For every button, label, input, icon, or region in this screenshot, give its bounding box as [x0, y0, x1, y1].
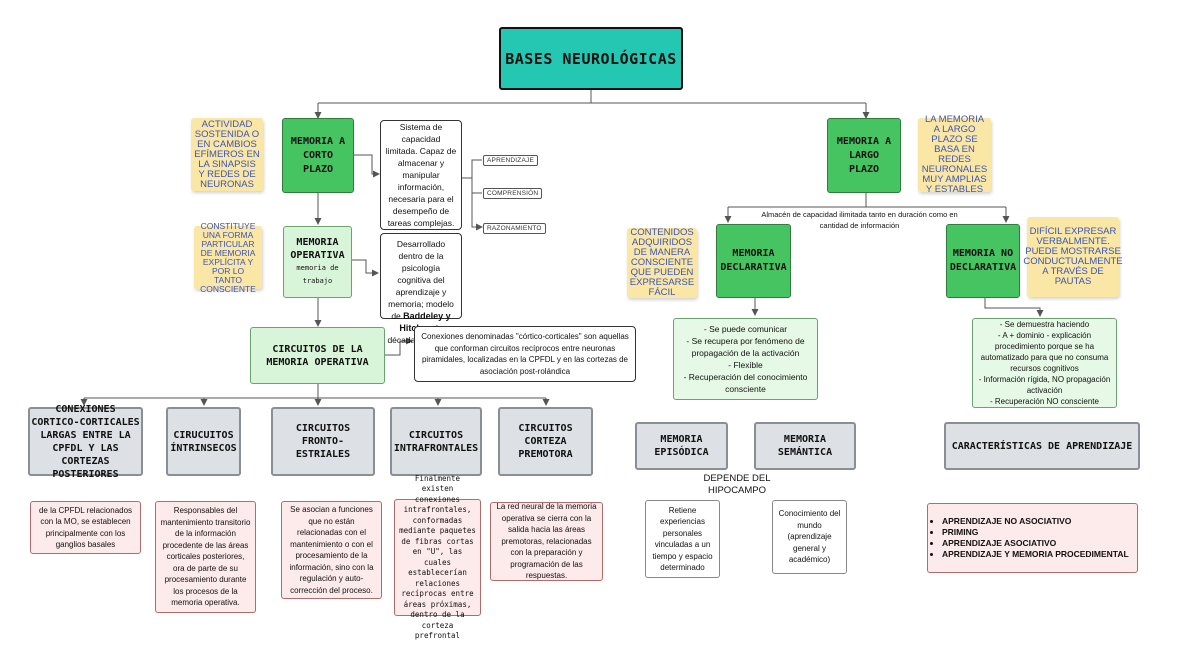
circuit-fronto-desc: Se asocian a funciones que no están rela… [281, 501, 382, 599]
note-dificil: DIFÍCIL EXPRESAR VERBALMENTE. PUEDE MOST… [1023, 217, 1123, 297]
caracteristicas-aprendizaje: CARACTERÍSTICAS DE APRENDIZAJE [944, 422, 1140, 470]
note-actividad: ACTIVIDAD SOSTENIDA O EN CAMBIOS EFÍMERO… [191, 118, 263, 191]
circuit-premotora-desc: La red neural de la memoria operativa se… [490, 502, 603, 581]
note-largo-plazo: LA MEMORIA A LARGO PLAZO SE BASA EN REDE… [918, 115, 991, 195]
note-contenidos: CONTENIDOS ADQUIRIDOS DE MANERA CONSCIEN… [627, 228, 697, 298]
note-constituye: CONSTITUYE UNA FORMA PARTICULAR DE MEMOR… [194, 221, 262, 293]
tag-comprension: COMPRENSIÓN [483, 188, 543, 199]
memoria-no-declarativa: MEMORIA NO DECLARATIVA [946, 224, 1020, 298]
declarativa-item: - Se puede comunicar [703, 324, 788, 334]
depende-hipocampo: DEPENDE DEL HIPOCAMPO [703, 473, 771, 496]
circuit-intrafrontales: CIRCUITOS INTRAFRONTALES [390, 407, 482, 476]
no-declarativa-item: - Se demuestra haciendo [999, 320, 1090, 329]
circuit-premotora: CIRCUITOS CORTEZA PREMOTORA [498, 407, 593, 476]
no-declarativa-list: - Se demuestra haciendo - A + dominio - … [972, 318, 1117, 408]
no-declarativa-item: - Recuperación NO consciente [990, 397, 1099, 406]
no-declarativa-item: - A + dominio - explicación procedimient… [980, 331, 1109, 373]
desarrollado-pre: Desarrollado dentro de la psicología cog… [388, 239, 454, 321]
episodica-desc: Retiene experiencias personales vinculad… [645, 500, 720, 578]
almacen-desc: Almacén de capacidad ilimitada tanto en … [761, 210, 958, 230]
circuit-intrinsecos-desc: Responsables del mantenimiento transitor… [155, 501, 256, 613]
aprendizaje-item: APRENDIZAJE ASOCIATIVO [942, 538, 1129, 549]
circuit-cortico-corticales: CONEXIONES CORTICO-CORTICALES LARGAS ENT… [28, 404, 143, 480]
aprendizaje-list-box: APRENDIZAJE NO ASOCIATIVO PRIMING APREND… [927, 503, 1138, 573]
no-declarativa-item: - Información rígida, NO propagación act… [978, 375, 1111, 395]
memoria-episodica: MEMORIA EPISÓDICA [635, 422, 728, 470]
tag-razonamiento: RAZONAMIENTO [483, 223, 546, 234]
declarativa-item: - Se recupera por fenómeno de propagació… [686, 336, 805, 358]
semantica-desc: Conocimiento del mundo (aprendizaje gene… [772, 500, 847, 574]
memoria-operativa-sub: memoria de trabajo [296, 264, 339, 285]
memoria-largo-plazo: MEMORIA A LARGO PLAZO [827, 118, 901, 193]
circuit-cortico-desc: de la CPFDL relacionados con la MO, se e… [30, 501, 141, 554]
memoria-operativa: MEMORIA OPERATIVA memoria de trabajo [283, 226, 352, 298]
circuit-intrinsecos: CIRUCUITOS ÍNTRINSECOS [166, 407, 241, 476]
memoria-corto-plazo: MEMORIA A CORTO PLAZO [282, 118, 354, 193]
tag-aprendizaje: APRENDIZAJE [483, 155, 538, 166]
desarrollado-bold: Baddeley y Hitch [399, 311, 451, 333]
aprendizaje-item: APRENDIZAJE NO ASOCIATIVO [942, 516, 1129, 527]
memoria-semantica: MEMORIA SEMÁNTICA [754, 422, 856, 470]
circuit-fronto-estriales: CIRCUITOS FRONTO-ESTRIALES [271, 407, 375, 476]
memoria-declarativa: MEMORIA DECLARATIVA [716, 224, 791, 298]
main-title: BASES NEUROLÓGICAS [499, 27, 683, 90]
memoria-operativa-label: MEMORIA OPERATIVA [290, 237, 345, 261]
aprendizaje-item: APRENDIZAJE Y MEMORIA PROCEDIMENTAL [942, 549, 1129, 560]
desarrollado-desc: Desarrollado dentro de la psicología cog… [380, 233, 462, 345]
aprendizaje-item: PRIMING [942, 527, 1129, 538]
conexiones-desc: Conexiones denominadas "córtico-cortical… [414, 326, 636, 382]
declarativa-item: - Flexible [728, 360, 763, 370]
aprendizaje-list: APRENDIZAJE NO ASOCIATIVO PRIMING APREND… [932, 516, 1129, 560]
declarativa-list: - Se puede comunicar - Se recupera por f… [673, 318, 818, 400]
declarativa-item: - Recuperación del conocimiento conscien… [683, 372, 808, 394]
circuitos-memoria-operativa: CIRCUITOS DE LA MEMORIA OPERATIVA [250, 327, 385, 384]
sistema-capacidad-desc: Sistema de capacidad limitada. Capaz de … [380, 120, 462, 230]
circuit-intrafrontales-desc: Finalmente existen conexiones intrafront… [394, 474, 481, 640]
